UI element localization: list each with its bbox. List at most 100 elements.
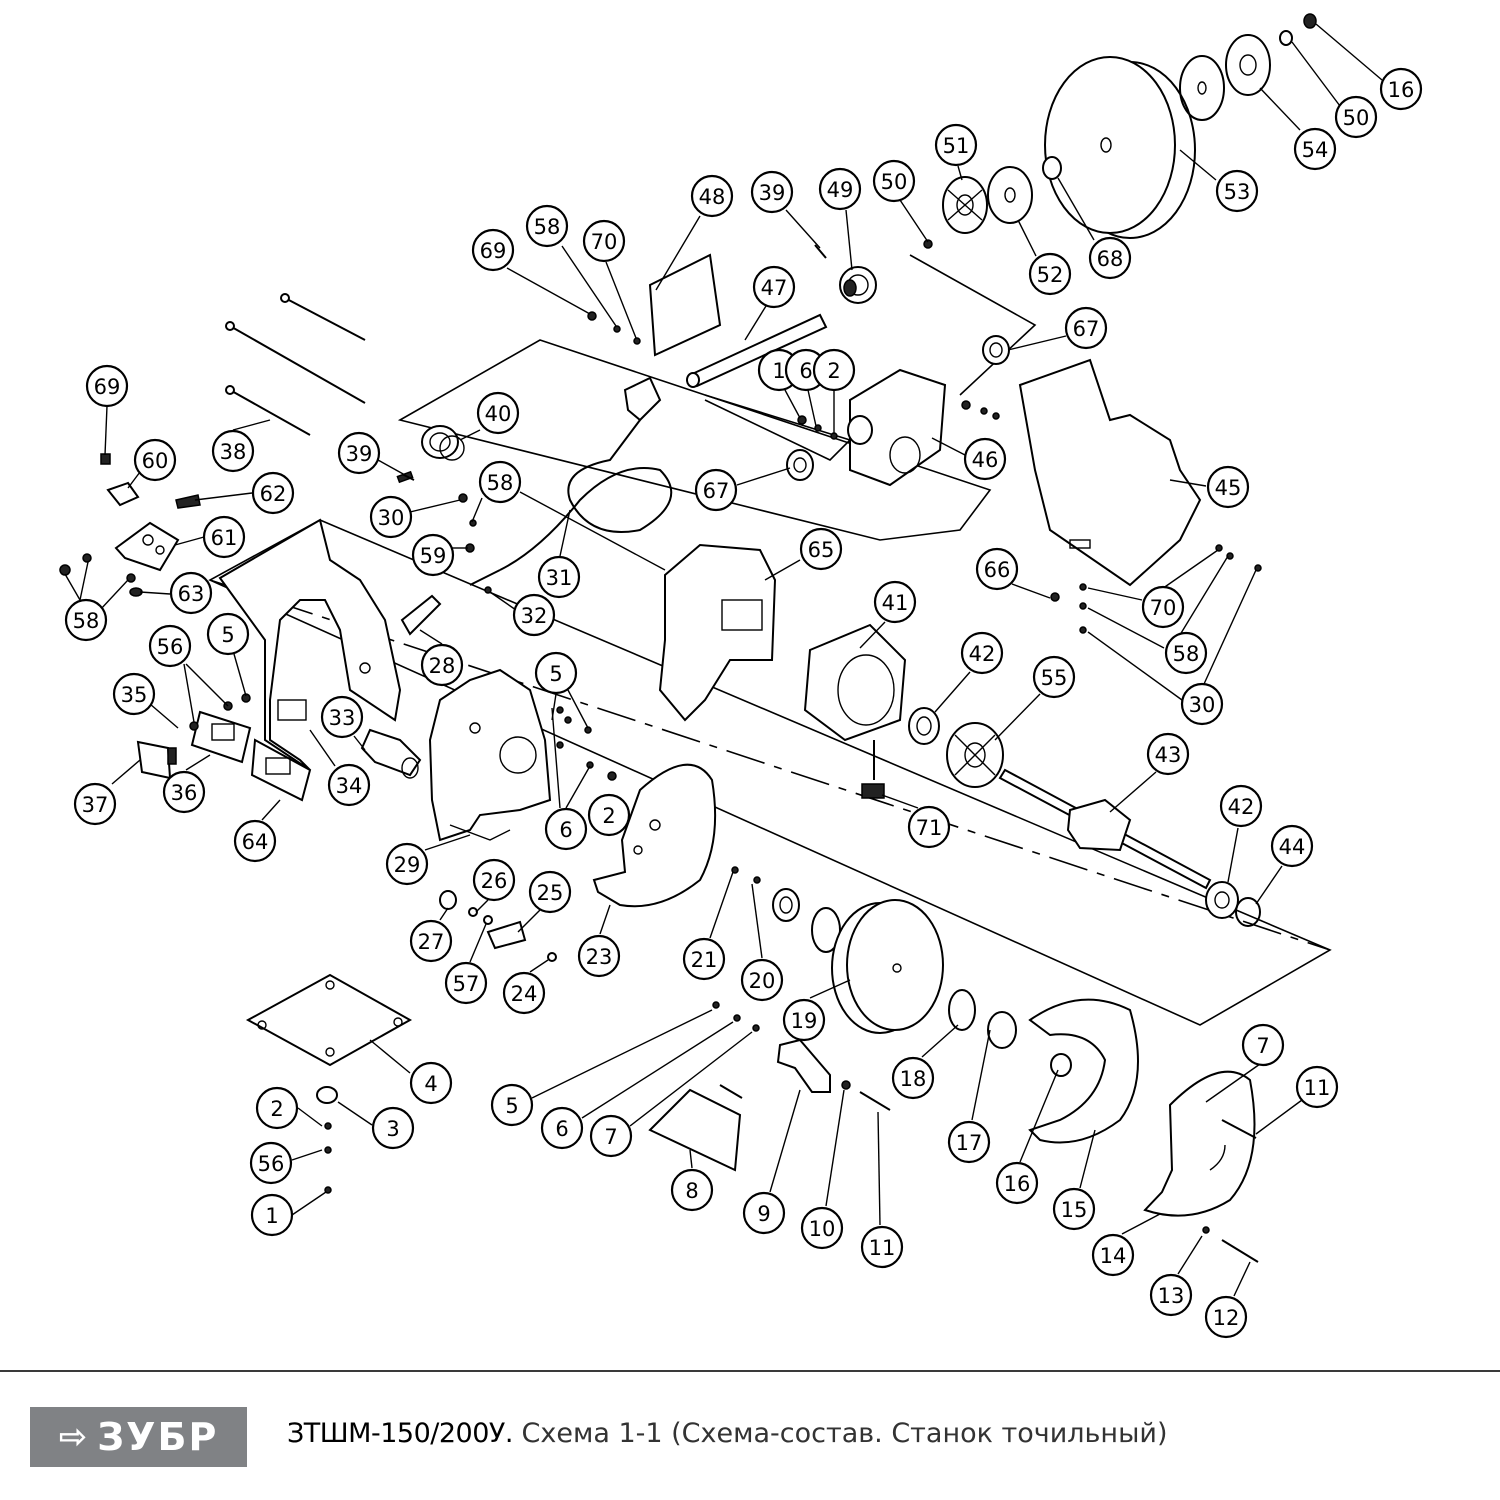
callout-number: 25 — [537, 881, 564, 905]
callout-number: 50 — [881, 170, 908, 194]
callout-number: 51 — [943, 134, 970, 158]
callout-60: 60 — [133, 438, 177, 482]
callout-number: 65 — [808, 538, 835, 562]
callout-70: 70 — [1141, 585, 1185, 629]
brand-logo: ⇨ ЗУБР — [30, 1407, 247, 1467]
callout-number: 26 — [481, 869, 508, 893]
callout-circle — [947, 1120, 991, 1164]
callout-number: 43 — [1155, 743, 1182, 767]
small-hardware — [324, 239, 1262, 1234]
callout-circle — [525, 204, 569, 248]
callout-43: 43 — [1146, 732, 1190, 776]
callout-circle — [750, 170, 794, 214]
callout-number: 67 — [1073, 317, 1100, 341]
callout-40: 40 — [476, 391, 520, 435]
callout-circle — [740, 958, 784, 1002]
callout-9: 9 — [742, 1191, 786, 1235]
eye-shield-8 — [648, 1084, 743, 1172]
callout-54: 54 — [1293, 127, 1337, 171]
callout-number: 32 — [521, 604, 548, 628]
callout-circle — [670, 1168, 714, 1212]
callout-circle — [818, 167, 862, 211]
callout-8: 8 — [670, 1168, 714, 1212]
callout-circle — [255, 1086, 299, 1130]
callout-circle — [409, 1061, 453, 1105]
callout-23: 23 — [577, 934, 621, 978]
callout-number: 30 — [378, 506, 405, 530]
callout-number: 16 — [1004, 1172, 1031, 1196]
bearing-42a — [908, 707, 940, 745]
callout-45: 45 — [1206, 465, 1250, 509]
callout-number: 40 — [485, 402, 512, 426]
callout-number: 11 — [869, 1236, 896, 1260]
callout-11: 11 — [1295, 1065, 1339, 1109]
callout-number: 55 — [1041, 666, 1068, 690]
callout-47: 47 — [752, 265, 796, 309]
callout-circle — [800, 1206, 844, 1250]
callout-69: 69 — [471, 228, 515, 272]
bearing-42b — [1205, 881, 1239, 919]
callout-circle — [812, 348, 856, 392]
callout-number: 20 — [749, 969, 776, 993]
callout-circle — [490, 1083, 534, 1127]
callout-68: 68 — [1088, 236, 1132, 280]
callout-circle — [1379, 67, 1423, 111]
callout-circle — [694, 468, 738, 512]
callout-circle — [1149, 1273, 1193, 1317]
callout-number: 19 — [791, 1009, 818, 1033]
callout-71: 71 — [907, 805, 951, 849]
callout-58: 58 — [478, 460, 522, 504]
callout-15: 15 — [1052, 1187, 1096, 1231]
callout-circle — [752, 265, 796, 309]
callout-36: 36 — [162, 770, 206, 814]
callout-number: 13 — [1158, 1284, 1185, 1308]
stator-41 — [803, 623, 907, 742]
callout-circle — [476, 391, 520, 435]
callout-number: 30 — [1189, 693, 1216, 717]
bolt-12 — [1221, 1239, 1259, 1263]
callout-55: 55 — [1032, 655, 1076, 699]
motor-cover-29 — [428, 668, 552, 842]
rotor-shaft-43 — [998, 768, 1212, 890]
callout-circle — [371, 1106, 415, 1150]
callout-number: 2 — [602, 804, 615, 828]
callout-number: 69 — [480, 239, 507, 263]
callout-circle — [251, 471, 295, 515]
callout-17: 17 — [947, 1120, 991, 1164]
callout-58: 58 — [525, 204, 569, 248]
callout-67: 67 — [1064, 306, 1108, 350]
grinding-wheel-19 — [831, 899, 944, 1034]
callout-number: 6 — [555, 1117, 568, 1141]
callout-2: 2 — [812, 348, 856, 392]
callout-56: 56 — [148, 624, 192, 668]
nut-50-16 — [1279, 13, 1317, 46]
callout-number: 1 — [772, 359, 785, 383]
callout-circle — [512, 593, 556, 637]
callout-49: 49 — [818, 167, 862, 211]
callout-50: 50 — [872, 159, 916, 203]
callout-number: 10 — [809, 1217, 836, 1241]
callout-number: 58 — [534, 215, 561, 239]
callout-35: 35 — [112, 672, 156, 716]
hub-68 — [1042, 156, 1062, 180]
callout-number: 57 — [453, 972, 480, 996]
callout-circle — [444, 961, 488, 1005]
callout-5: 5 — [206, 612, 250, 656]
callout-number: 61 — [211, 526, 238, 550]
callout-27: 27 — [409, 919, 453, 963]
callout-circle — [1164, 631, 1208, 675]
callout-circle — [907, 805, 951, 849]
callout-67: 67 — [694, 468, 738, 512]
side-cover-14 — [1143, 1070, 1257, 1217]
callout-circle — [409, 919, 453, 963]
callout-6: 6 — [544, 807, 588, 851]
switch-37 — [136, 740, 177, 780]
callout-21: 21 — [682, 937, 726, 981]
tool-rest-bracket-9 — [776, 1038, 831, 1093]
gear-49 — [839, 266, 877, 304]
callout-circle — [206, 612, 250, 656]
callout-70: 70 — [582, 219, 626, 263]
callout-66: 66 — [975, 547, 1019, 591]
long-bolts-38 — [225, 293, 366, 436]
